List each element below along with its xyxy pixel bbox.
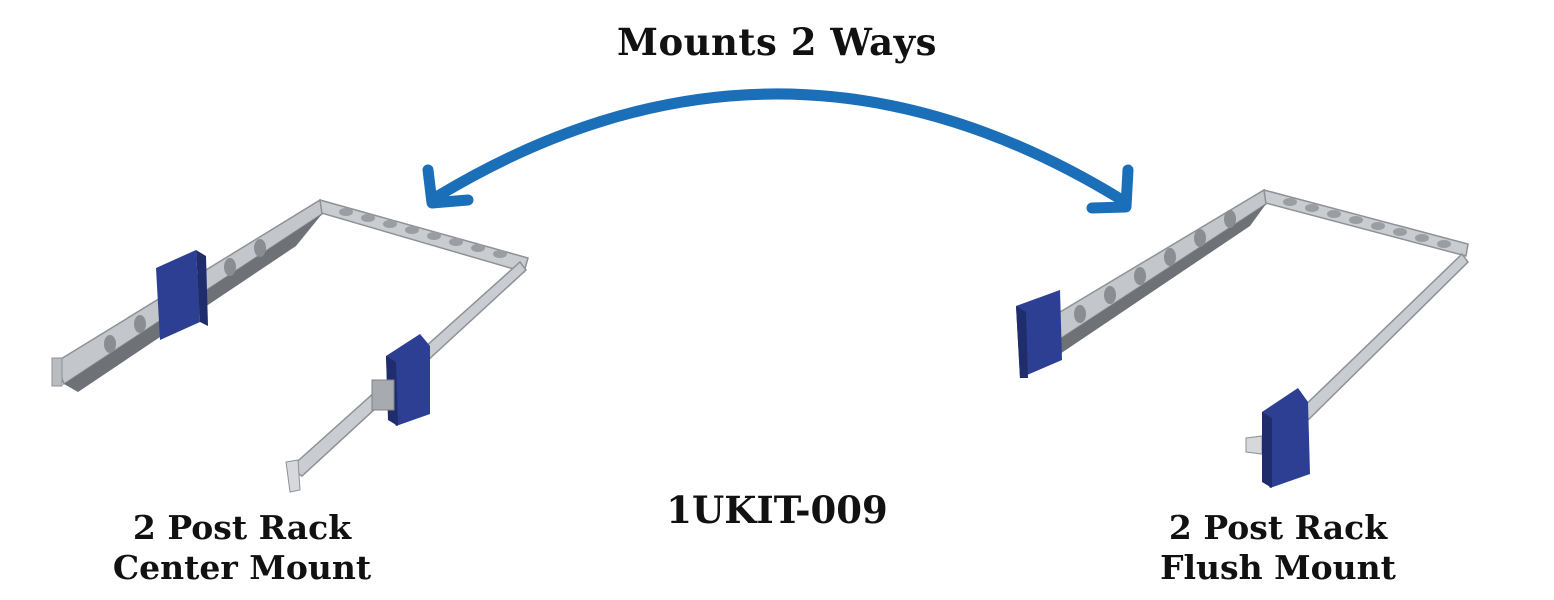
rack-rail-kit-center-mount-icon (51, 198, 529, 493)
curved-double-arrow-icon (422, 88, 1134, 214)
left-caption-line2: Center Mount (112, 548, 372, 587)
rack-rail-kit-flush-mount-icon (1016, 188, 1469, 488)
model-number: 1UKIT-009 (666, 488, 888, 532)
page-title: Mounts 2 Ways (616, 20, 937, 64)
left-caption: 2 Post Rack Center Mount (32, 508, 452, 588)
left-caption-line1: 2 Post Rack (132, 508, 352, 547)
right-caption-line2: Flush Mount (1160, 548, 1396, 587)
right-caption: 2 Post Rack Flush Mount (1068, 508, 1488, 588)
right-caption-line1: 2 Post Rack (1168, 508, 1388, 547)
